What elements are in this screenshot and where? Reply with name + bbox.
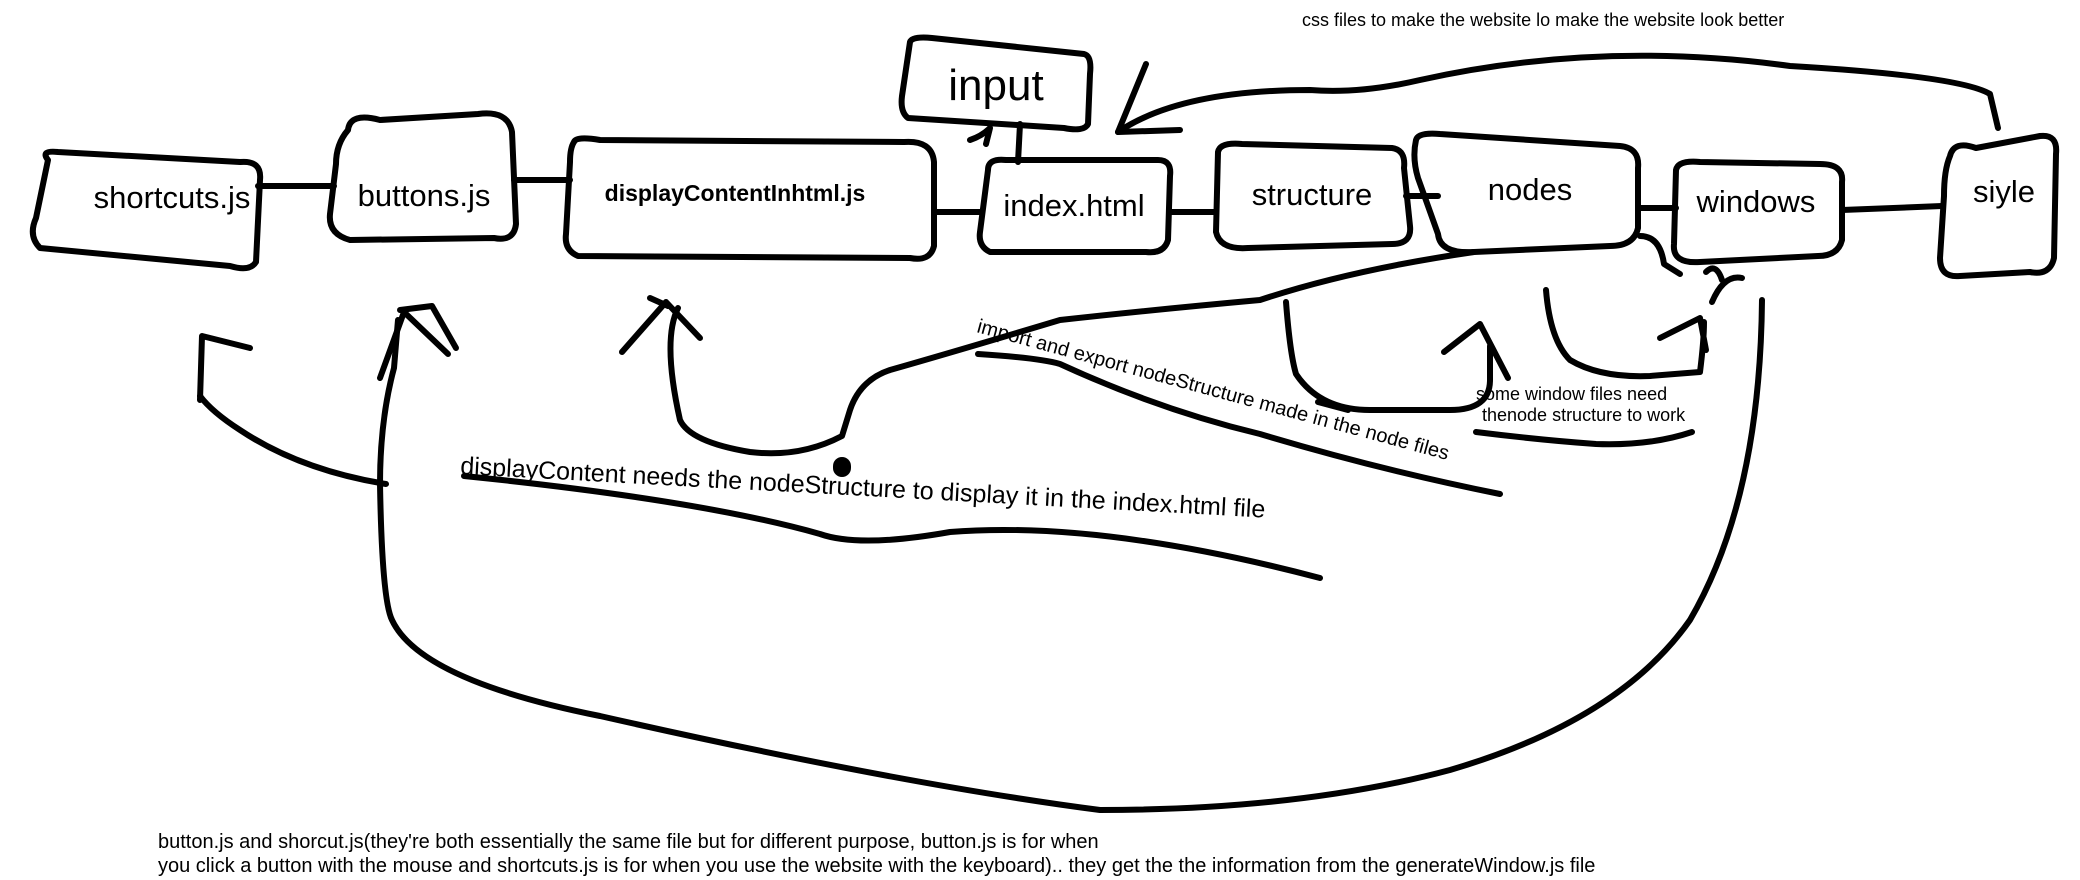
box-buttons-js: buttons.js — [326, 110, 519, 243]
box-label-input: input — [948, 61, 1043, 110]
note-import-export: import and export nodeStructure made in … — [975, 316, 1452, 465]
note-bottom-line1: button.js and shorcut.js(they're both es… — [158, 831, 1099, 853]
box-label-display-content: displayContentInhtml.js — [605, 180, 866, 206]
box-label-shortcuts: shortcuts.js — [94, 180, 251, 215]
style-arc — [1115, 52, 2001, 135]
note-bottom-line2: you click a button with the mouse and sh… — [158, 855, 1595, 877]
box-style: siyle — [1937, 132, 2060, 280]
box-display-content-js: displayContentInhtml.js — [562, 135, 937, 262]
box-shortcuts-js: shortcuts.js — [29, 148, 264, 272]
box-label-windows: windows — [1696, 184, 1816, 219]
note-window-files-line2: thenode structure to work — [1482, 405, 1686, 425]
note-css: css files to make the website lo make th… — [1302, 10, 1784, 30]
box-label-buttons: buttons.js — [358, 178, 491, 213]
box-nodes: nodes — [1411, 130, 1642, 256]
box-structure: structure — [1213, 140, 1414, 252]
box-input: input — [898, 34, 1094, 133]
box-connectors — [255, 121, 1945, 215]
underline-strokes — [461, 351, 1695, 581]
box-label-style: siyle — [1973, 174, 2035, 209]
box-label-nodes: nodes — [1488, 172, 1572, 207]
box-index-html: index.html — [976, 156, 1174, 256]
box-label-structure: structure — [1252, 177, 1373, 212]
arrow-heads — [197, 295, 1709, 403]
box-windows: windows — [1670, 158, 1846, 266]
box-label-index: index.html — [1003, 188, 1144, 223]
note-window-files-line1: some window files need — [1476, 384, 1667, 404]
